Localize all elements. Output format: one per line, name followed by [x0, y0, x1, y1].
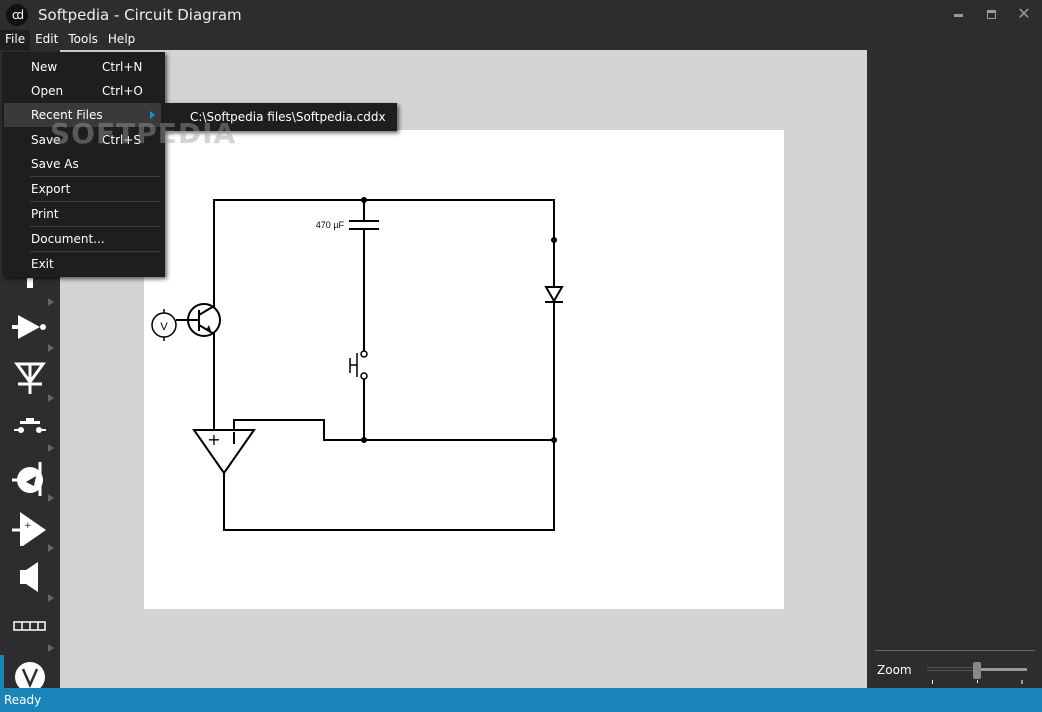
- divider: [875, 650, 1035, 651]
- shortcut: Ctrl+S: [102, 133, 142, 147]
- tool-voltmeter[interactable]: [0, 655, 60, 705]
- menu-item-recent-files[interactable]: Recent Files: [4, 103, 161, 127]
- label: Exit: [31, 257, 54, 271]
- menu-item-new[interactable]: New Ctrl+N: [4, 55, 161, 79]
- diode[interactable]: [544, 286, 564, 304]
- label: Export: [31, 182, 71, 196]
- menu-item-export[interactable]: Export: [4, 177, 161, 201]
- selected-indicator: [0, 655, 4, 688]
- shortcut: Ctrl+N: [102, 60, 143, 74]
- slider-track-right: [981, 668, 1027, 671]
- menu-item-save-as[interactable]: Save As: [4, 152, 161, 176]
- file-menu-dropdown: New Ctrl+N Open Ctrl+O Recent Files Save Ct…: [2, 52, 165, 277]
- not-gate-icon: [12, 315, 46, 339]
- opamp[interactable]: +: [192, 429, 256, 475]
- voltmeter-label: V: [160, 321, 168, 333]
- menu-bar: File Edit Tools Help: [0, 30, 1042, 50]
- tool-wire[interactable]: [0, 260, 60, 310]
- menu-separator: [30, 176, 160, 177]
- menu-edit[interactable]: Edit: [35, 32, 59, 46]
- menu-separator: [30, 251, 160, 252]
- tool-led[interactable]: [0, 356, 60, 406]
- title-bar: cd Softpedia - Circuit Diagram ✕: [0, 0, 1042, 30]
- menu-file[interactable]: File: [0, 30, 31, 50]
- app-logo: cd: [6, 4, 28, 26]
- menu-help[interactable]: Help: [107, 32, 136, 46]
- label: New: [31, 60, 58, 74]
- zoom-slider[interactable]: [927, 662, 1027, 686]
- recent-files-submenu: C:\Softpedia files\Softpedia.cddx: [162, 103, 397, 131]
- tool-opamp[interactable]: +: [0, 506, 60, 556]
- transistor[interactable]: [176, 300, 221, 340]
- segment-display-icon: [13, 621, 46, 631]
- menu-tools[interactable]: Tools: [68, 32, 98, 46]
- tool-push-switch[interactable]: [0, 406, 60, 456]
- opamp-plus: +: [207, 430, 220, 449]
- properties-panel: Zoom: [867, 50, 1042, 688]
- tool-not-gate[interactable]: [0, 306, 60, 356]
- status-bar: Ready: [0, 688, 1042, 712]
- slider-track-left: [927, 667, 973, 671]
- maximize-button[interactable]: [981, 6, 1001, 24]
- tool-speaker[interactable]: [0, 556, 60, 606]
- recent-file-item[interactable]: C:\Softpedia files\Softpedia.cddx: [190, 110, 386, 124]
- watermark: SOFTPEDIA: [50, 117, 237, 150]
- capacitor[interactable]: 470 µF: [316, 220, 379, 230]
- zoom-label: Zoom: [877, 663, 912, 677]
- tool-segment-display[interactable]: [0, 606, 60, 656]
- wires: [213, 199, 555, 531]
- led-icon: [14, 362, 46, 394]
- label: Save As: [31, 157, 79, 171]
- wire-icon: [27, 278, 33, 288]
- label: Recent Files: [31, 108, 103, 122]
- menu-item-document[interactable]: Document...: [4, 227, 161, 251]
- push-switch[interactable]: [349, 350, 368, 380]
- minimize-button[interactable]: [948, 6, 968, 24]
- menu-item-save[interactable]: Save Ctrl+S: [4, 128, 161, 152]
- voltmeter-icon: [15, 662, 45, 692]
- opamp-icon: +: [12, 512, 46, 546]
- tool-transistor[interactable]: [0, 456, 60, 506]
- slider-thumb[interactable]: [973, 662, 981, 679]
- menu-item-open[interactable]: Open Ctrl+O: [4, 79, 161, 103]
- menu-item-print[interactable]: Print: [4, 202, 161, 226]
- label: Save: [31, 133, 61, 147]
- label: Print: [31, 207, 59, 221]
- shortcut: Ctrl+O: [102, 84, 143, 98]
- menu-separator: [30, 201, 160, 202]
- push-switch-icon: [14, 418, 46, 433]
- svg-text:+: +: [24, 521, 32, 531]
- speaker-icon: [20, 562, 38, 592]
- junction-dots: [361, 197, 557, 443]
- capacitor-label: 470 µF: [316, 220, 345, 230]
- window-title: Softpedia - Circuit Diagram: [38, 6, 242, 24]
- close-button[interactable]: ✕: [1017, 4, 1031, 23]
- menu-separator: [30, 226, 160, 227]
- label: Open: [31, 84, 64, 98]
- status-text: Ready: [4, 693, 42, 707]
- voltmeter[interactable]: V: [151, 309, 177, 341]
- transistor-icon: [12, 462, 43, 496]
- label: Document...: [31, 232, 105, 246]
- menu-item-exit[interactable]: Exit: [4, 252, 161, 276]
- submenu-arrow-icon: [150, 111, 155, 119]
